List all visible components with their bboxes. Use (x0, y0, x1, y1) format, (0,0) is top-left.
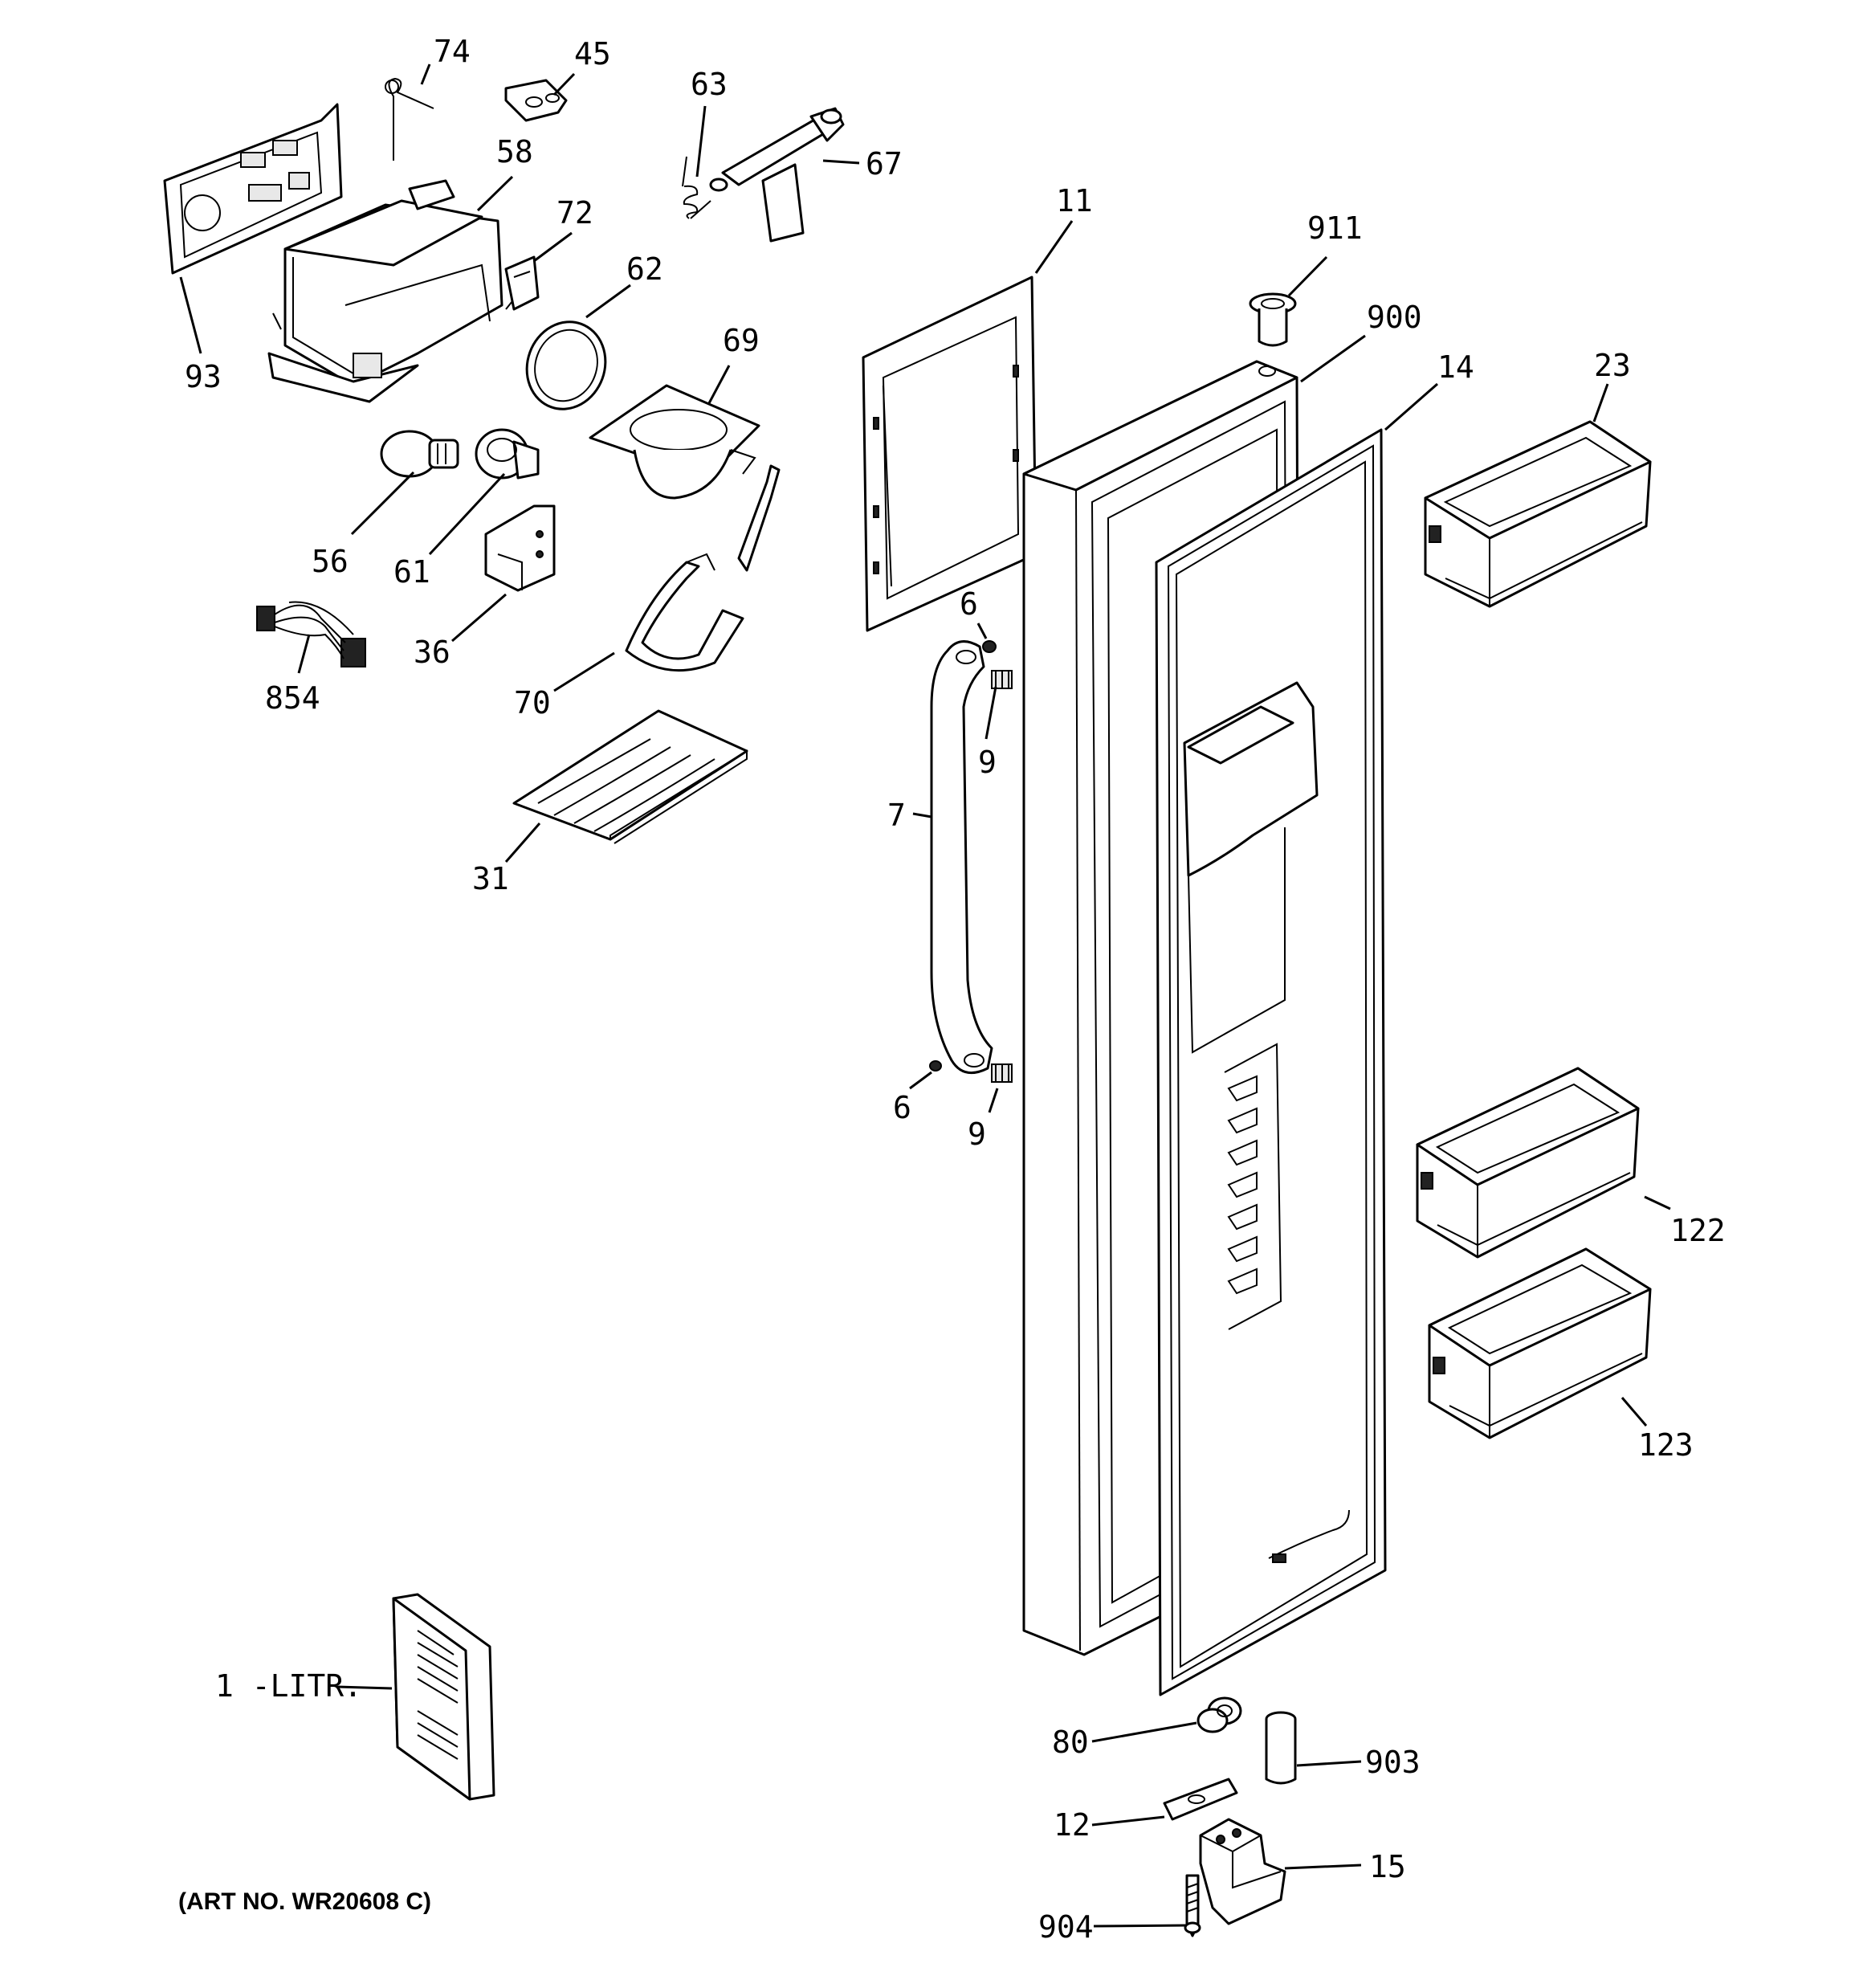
callout-11: 11 (1056, 183, 1093, 218)
callout-labels: 74 45 63 67 58 72 62 93 69 56 61 36 854 … (178, 34, 1726, 1945)
callout-61: 61 (393, 554, 430, 590)
callout-67: 67 (866, 146, 903, 182)
callout-15: 15 (1369, 1849, 1406, 1884)
part-93-control-board (163, 103, 343, 275)
part-14-door-liner (1155, 428, 1387, 1696)
part-62-ring (525, 320, 607, 410)
part-67-actuator (709, 107, 845, 243)
part-1-literature (392, 1593, 495, 1801)
part-7-handle (930, 640, 993, 1075)
callout-69: 69 (723, 323, 760, 358)
callout-62: 62 (626, 251, 663, 287)
part-70-chute-arm (625, 464, 781, 672)
callout-14: 14 (1437, 349, 1474, 385)
callout-93: 93 (185, 359, 222, 394)
part-122-door-bin (1416, 1067, 1640, 1259)
callout-80: 80 (1052, 1725, 1089, 1760)
callout-854: 854 (265, 680, 320, 716)
callout-6-bottom: 6 (893, 1090, 911, 1125)
part-56-bulb (380, 430, 459, 478)
part-123-door-bin (1428, 1247, 1652, 1439)
callout-911: 911 (1307, 210, 1363, 246)
part-6-screw-top (982, 640, 997, 653)
part-69-chute (589, 384, 760, 500)
callout-122: 122 (1670, 1213, 1726, 1248)
part-854-wire-harness (256, 601, 366, 667)
part-911-bushing (1249, 292, 1297, 347)
callout-7: 7 (887, 798, 906, 833)
art-number: (ART NO. WR20608 C) (178, 1888, 431, 1915)
callout-900: 900 (1367, 300, 1422, 335)
callout-23: 23 (1594, 348, 1631, 383)
callout-6-top: 6 (960, 586, 978, 622)
callout-63: 63 (691, 67, 728, 102)
callout-904: 904 (1038, 1909, 1094, 1945)
part-11-dispenser-frame (862, 276, 1037, 632)
part-12-shim (1163, 1778, 1238, 1821)
part-23-door-bin (1424, 420, 1652, 608)
callout-1-litr: 1 -LITR. (215, 1668, 362, 1704)
part-63-spring (682, 156, 711, 219)
callout-31: 31 (472, 861, 509, 896)
callout-36: 36 (414, 635, 450, 670)
callout-123: 123 (1638, 1427, 1694, 1463)
part-45-bracket (504, 79, 568, 122)
part-6-screw-bottom (929, 1060, 942, 1072)
part-80-bushing (1196, 1696, 1242, 1733)
callout-903: 903 (1365, 1745, 1421, 1780)
callout-56: 56 (312, 544, 349, 579)
part-31-grille (512, 709, 748, 844)
part-903-hinge-pin (1265, 1711, 1297, 1785)
part-61-socket (475, 428, 540, 480)
callout-74: 74 (434, 34, 471, 69)
callout-72: 72 (556, 195, 593, 231)
callout-70: 70 (514, 685, 551, 720)
part-9-stud-top (991, 670, 1013, 689)
part-15-hinge (1199, 1818, 1286, 1925)
callout-12: 12 (1054, 1807, 1090, 1843)
part-36-bracket (484, 504, 556, 592)
callout-45: 45 (574, 36, 611, 71)
leader-lines (179, 63, 1671, 1928)
callout-9-top: 9 (978, 745, 997, 780)
part-74-spring (385, 77, 434, 161)
callout-58: 58 (496, 134, 533, 169)
callout-9-bottom: 9 (968, 1116, 986, 1152)
part-72-switch (504, 255, 540, 311)
part-904-screw (1184, 1874, 1201, 1937)
part-58-housing (267, 179, 503, 403)
part-9-stud-bottom (991, 1063, 1013, 1083)
